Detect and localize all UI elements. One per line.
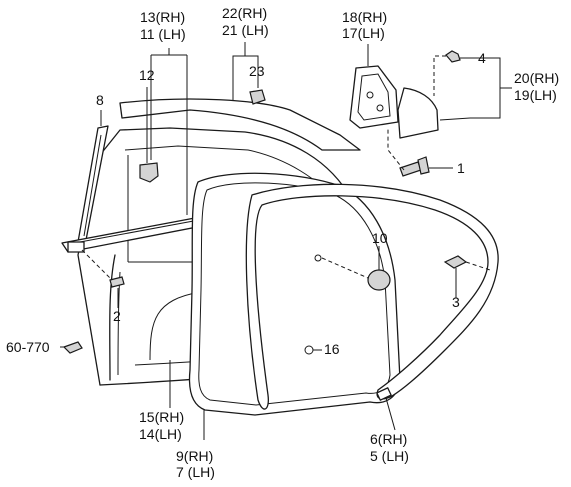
clip-3: [443, 255, 468, 269]
clip-23: [249, 89, 266, 105]
screw-2: [109, 276, 125, 288]
label-part-16: 16: [324, 341, 340, 357]
label-part-9: 9(RH): [176, 448, 214, 464]
leader-lines: [60, 42, 512, 440]
label-part-2: 2: [113, 308, 121, 324]
label-part-1: 1: [457, 160, 465, 176]
label-part-5: 5 (LH): [370, 448, 409, 464]
label-part-12: 12: [139, 67, 155, 83]
clip-12: [139, 162, 159, 183]
label-part-17: 17(LH): [342, 25, 385, 41]
plug-10: [314, 254, 391, 291]
label-part-60-770: 60-770: [6, 339, 50, 355]
label-part-3: 3: [452, 294, 460, 310]
label-part-11: 11 (LH): [140, 26, 186, 42]
screw-4: [445, 50, 461, 63]
glass-run-channel: [77, 125, 109, 243]
quarter-glass-frame: [349, 65, 399, 129]
label-part-10: 10: [372, 230, 388, 246]
label-part-19: 19(LH): [514, 87, 557, 103]
label-part-13: 13(RH): [140, 9, 186, 25]
label-part-6: 6(RH): [370, 431, 408, 447]
label-part-21: 21 (LH): [222, 22, 269, 38]
label-part-23: 23: [249, 63, 265, 79]
label-part-22: 22(RH): [222, 5, 268, 21]
label-part-7: 7 (LH): [176, 464, 215, 480]
quarter-glass: [397, 87, 439, 139]
label-part-15: 15(RH): [139, 409, 185, 425]
door-opening-weatherstrip: [188, 172, 401, 416]
label-part-14: 14(LH): [139, 426, 182, 442]
label-part-4: 4: [478, 50, 486, 66]
label-part-8: 8: [96, 92, 104, 108]
plug-60-770: [62, 341, 83, 354]
label-part-18: 18(RH): [342, 9, 388, 25]
label-part-20: 20(RH): [514, 70, 560, 86]
roof-frame-weatherstrip: [119, 98, 361, 151]
body-side-weatherstrip: [245, 183, 499, 410]
screw-1: [399, 156, 430, 177]
